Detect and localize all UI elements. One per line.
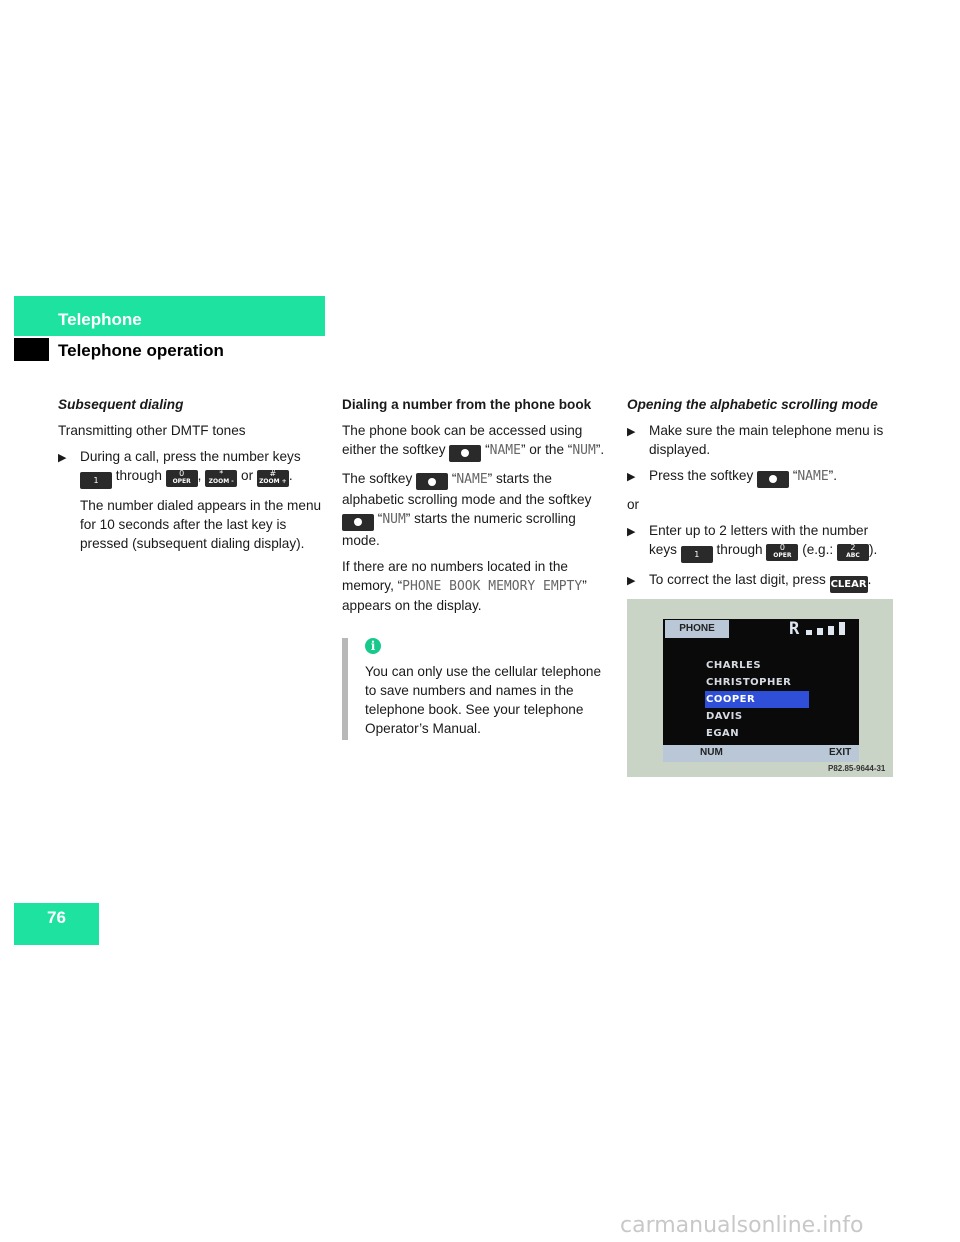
key-1-icon: 1 [80,472,112,489]
page-number-box [14,903,99,945]
bullet-arrow-icon: ▶ [627,426,636,438]
softkey-icon [342,513,374,531]
display-softkey-exit: EXIT [829,747,852,758]
text-comma: , [197,468,202,483]
bullet-arrow-icon: ▶ [627,471,636,483]
display-tab-phone: PHONE [665,620,729,638]
bullet-arrow-icon: ▶ [627,525,636,538]
bullet-softkey: ▶ Press the softkey “NAME”. [627,466,897,488]
paragraph-access: The phone book can be accessed using eit… [342,421,614,462]
watermark: carmanualsonline.info [620,1213,864,1238]
figure-id: P82.85-9644-31 [828,764,886,773]
subsection-title: Telephone operation [58,341,224,360]
softkey-icon [416,473,449,490]
softkey-icon [757,470,790,488]
display-list-item: CHARLES [706,660,762,671]
page-number: 76 [47,908,66,927]
heading-alphabetic-mode: Opening the alphabetic scrolling mode [627,397,878,412]
section-title: Telephone [58,310,142,329]
display-selection-highlight [705,691,809,708]
paragraph-softkeys: The softkey “NAME” starts the alphabetic… [342,470,592,548]
subheading-dtmf: Transmitting other DMTF tones [58,423,246,438]
heading-subsequent-dialing: Subsequent dialing [58,397,184,412]
info-note: You can only use the cellular telephone … [365,664,602,736]
display-softkey-num: NUM [700,747,723,758]
key-star-zoom-minus-icon: *ZOOM - [205,470,238,487]
paragraph-empty-memory: If there are no numbers located in the m… [342,558,587,613]
bullet-arrow-icon: ▶ [58,452,67,464]
heading-phone-book: Dialing a number from the phone book [342,397,592,412]
display-screen [663,619,859,762]
note-bar [342,638,348,740]
column-3: Opening the alphabetic scrolling mode ▶ … [627,395,897,593]
display-list-item-selected: COOPER [706,694,756,705]
bullet-menu: ▶ Make sure the main telephone menu is d… [627,423,884,457]
text-or: or [627,496,640,512]
display-list-item: DAVIS [706,711,743,722]
subsection-marker [14,338,49,361]
column-1: Subsequent dialing Transmitting other DM… [58,395,328,553]
bullet-clear: ▶ To correct the last digit, press CLEAR… [627,570,897,593]
display-list-item: CHRISTOPHER [706,677,792,688]
column-2: Dialing a number from the phone book The… [342,395,614,615]
text-or: or [241,468,254,483]
softkey-icon [449,444,482,462]
bullet-letters: ▶ Enter up to 2 letters with the number … [627,521,897,563]
section-header-bar [14,296,325,336]
display-list-item: EGAN [706,728,740,739]
text-period: . [288,468,293,483]
dtmf-body: The number dialed appears in the menu fo… [80,498,322,551]
bullet-text: During a call, press the number keys [80,449,301,464]
bullet-arrow-icon: ▶ [627,574,636,587]
text-through: through [115,468,162,483]
display-signal-label: R [789,619,800,639]
info-icon: i [365,638,381,654]
bullet-dtmf: ▶ During a call, press the number keys 1… [58,447,328,553]
display-softkey-bar [663,745,859,762]
key-1-icon: 1 [680,545,713,563]
signal-strength-icon [806,620,856,638]
key-clear-icon: CLEAR [829,575,868,593]
key-hash-zoom-plus-icon: #ZOOM + [256,470,289,487]
